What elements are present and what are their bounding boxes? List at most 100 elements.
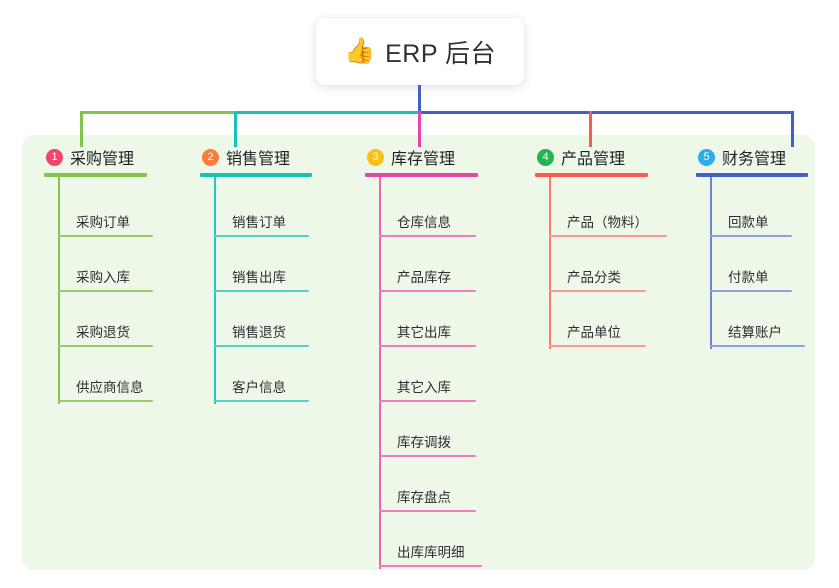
branch-badge-5: 5: [698, 148, 715, 166]
branch-column-5: 5 财务管理 回款单 付款单 结算账户: [696, 146, 839, 349]
leaf-node[interactable]: 库存盘点: [379, 482, 476, 512]
leaf-node[interactable]: 其它出库: [379, 317, 476, 347]
background-panel: [22, 135, 815, 570]
leaf-node[interactable]: 产品单位: [549, 317, 646, 347]
leaf-underline: [549, 290, 646, 292]
leaf-node[interactable]: 供应商信息: [58, 372, 153, 402]
connector-drop-5: [791, 111, 794, 147]
leaf-underline: [379, 290, 476, 292]
connector-bus-blue: [418, 111, 794, 114]
leaf-label: 仓库信息: [397, 215, 451, 230]
leaf-node[interactable]: 产品（物料）: [549, 207, 667, 237]
connector-drop-3: [418, 111, 421, 147]
branch-underline-4: [535, 173, 648, 177]
leaf-node[interactable]: 客户信息: [214, 372, 309, 402]
branch-title-2: 销售管理: [226, 151, 291, 168]
branch-column-4: 4 产品管理 产品（物料） 产品分类 产品单位: [535, 146, 705, 349]
leaf-label: 采购订单: [76, 215, 130, 230]
branch-header-4[interactable]: 4 产品管理: [535, 146, 705, 168]
leaf-underline: [379, 345, 476, 347]
leaf-underline: [379, 400, 476, 402]
leaf-node[interactable]: 采购入库: [58, 262, 153, 292]
leaf-underline: [710, 290, 792, 292]
leaf-underline: [58, 400, 153, 402]
leaf-label: 库存盘点: [397, 490, 451, 505]
leaf-node[interactable]: 采购退货: [58, 317, 153, 347]
leaf-underline: [214, 290, 309, 292]
branch-badge-3: 3: [367, 148, 384, 166]
leaf-underline: [549, 345, 646, 347]
branch-column-3: 3 库存管理 仓库信息 产品库存 其它出库 其它入库 库存调拨 库存盘点: [365, 146, 525, 569]
leaf-node[interactable]: 库存调拨: [379, 427, 476, 457]
leaf-underline: [379, 510, 476, 512]
branch-header-1[interactable]: 1 采购管理: [44, 146, 194, 168]
branch-header-5[interactable]: 5 财务管理: [696, 146, 839, 168]
leaf-underline: [58, 345, 153, 347]
branch-column-1: 1 采购管理 采购订单 采购入库 采购退货 供应商信息: [44, 146, 194, 404]
leaf-node[interactable]: 销售出库: [214, 262, 309, 292]
leaf-label: 采购退货: [76, 325, 130, 340]
branch-title-1: 采购管理: [70, 151, 135, 168]
connector-drop-4: [589, 111, 592, 147]
root-node-title: ERP 后台: [385, 39, 497, 68]
branch-spine-3: [379, 177, 381, 569]
branch-underline-2: [200, 173, 312, 177]
branch-badge-1: 1: [46, 148, 63, 166]
branch-header-3[interactable]: 3 库存管理: [365, 146, 525, 168]
connector-drop-2: [234, 111, 237, 147]
leaf-underline: [58, 290, 153, 292]
root-node-card[interactable]: 👍 ERP 后台: [316, 18, 524, 85]
leaf-label: 客户信息: [232, 380, 286, 395]
leaf-node[interactable]: 采购订单: [58, 207, 153, 237]
leaf-node[interactable]: 销售订单: [214, 207, 309, 237]
branch-underline-3: [365, 173, 478, 177]
leaf-underline: [710, 235, 792, 237]
branch-title-5: 财务管理: [722, 151, 787, 168]
leaf-node[interactable]: 付款单: [710, 262, 792, 292]
branch-badge-2: 2: [202, 148, 219, 166]
leaf-node[interactable]: 仓库信息: [379, 207, 476, 237]
thumbs-up-icon: 👍: [343, 37, 376, 65]
leaf-label: 产品单位: [567, 325, 621, 340]
leaf-underline: [710, 345, 805, 347]
leaf-label: 产品（物料）: [567, 215, 648, 230]
leaf-underline: [214, 400, 309, 402]
leaf-underline: [58, 235, 153, 237]
leaf-underline: [214, 345, 309, 347]
leaf-underline: [214, 235, 309, 237]
leaf-node[interactable]: 其它入库: [379, 372, 476, 402]
leaf-node[interactable]: 结算账户: [710, 317, 805, 347]
leaf-node[interactable]: 回款单: [710, 207, 792, 237]
leaf-label: 其它出库: [397, 325, 451, 340]
branch-spine-5: [710, 177, 712, 349]
leaf-label: 回款单: [728, 215, 769, 230]
branch-spine-4: [549, 177, 551, 349]
leaf-label: 供应商信息: [76, 380, 144, 395]
leaf-node[interactable]: 产品分类: [549, 262, 646, 292]
leaf-label: 产品库存: [397, 270, 451, 285]
leaf-label: 付款单: [728, 270, 769, 285]
branch-badge-4: 4: [537, 148, 554, 166]
leaf-underline: [379, 235, 476, 237]
connector-drop-1: [80, 111, 83, 147]
connector-root-stem: [418, 85, 421, 111]
connector-bus-green: [80, 111, 235, 114]
leaf-label: 销售订单: [232, 215, 286, 230]
connector-bus-teal: [235, 111, 418, 114]
leaf-underline: [379, 565, 482, 567]
leaf-underline: [379, 455, 476, 457]
leaf-label: 产品分类: [567, 270, 621, 285]
leaf-node[interactable]: 产品库存: [379, 262, 476, 292]
leaf-label: 出库库明细: [397, 545, 465, 560]
leaf-node[interactable]: 销售退货: [214, 317, 309, 347]
leaf-node[interactable]: 出库库明细: [379, 537, 482, 567]
branch-underline-1: [44, 173, 147, 177]
leaf-label: 销售出库: [232, 270, 286, 285]
branch-header-2[interactable]: 2 销售管理: [200, 146, 350, 168]
leaf-label: 库存调拨: [397, 435, 451, 450]
branch-underline-5: [696, 173, 808, 177]
branch-title-3: 库存管理: [391, 151, 456, 168]
branch-column-2: 2 销售管理 销售订单 销售出库 销售退货 客户信息: [200, 146, 350, 404]
leaf-label: 结算账户: [728, 325, 782, 340]
